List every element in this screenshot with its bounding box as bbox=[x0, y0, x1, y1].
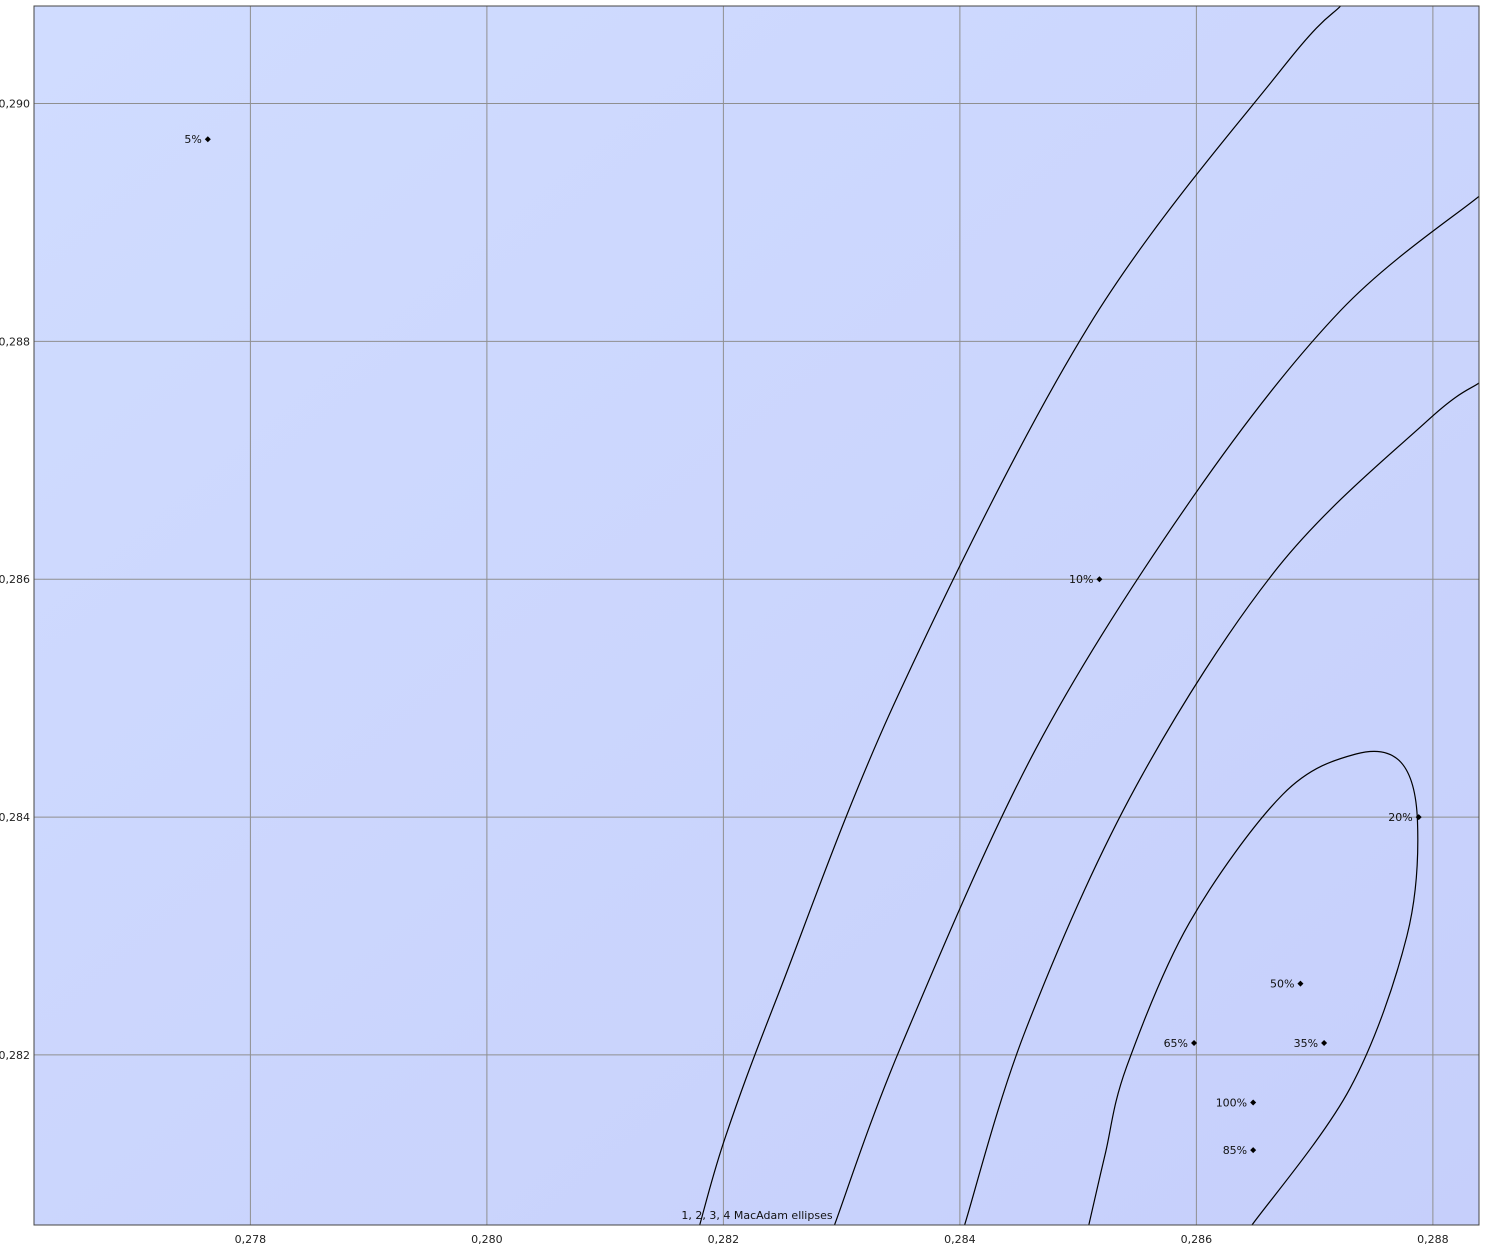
x-tick-label: 0,278 bbox=[235, 1233, 267, 1246]
ellipse-caption: 1, 2, 3, 4 MacAdam ellipses bbox=[681, 1209, 832, 1222]
x-tick-label: 0,282 bbox=[708, 1233, 740, 1246]
ellipse-curves bbox=[699, 6, 1479, 1225]
y-tick-label: 0,286 bbox=[0, 573, 30, 586]
macadam-ellipse-2 bbox=[964, 382, 1479, 1225]
data-point-label: 65% bbox=[1164, 1037, 1188, 1050]
data-point-marker bbox=[1250, 1147, 1257, 1154]
macadam-ellipse-1 bbox=[1088, 750, 1419, 1225]
plot-background bbox=[34, 6, 1479, 1225]
data-point-label: 50% bbox=[1270, 978, 1294, 991]
data-point-marker bbox=[1297, 980, 1304, 987]
data-point-marker bbox=[1415, 814, 1422, 821]
axis-labels: 0,278 0,280 0,282 0,284 0,286 0,288 0,282 0,284… bbox=[0, 98, 1449, 1246]
plot-border bbox=[33, 5, 1480, 1226]
y-tick-label: 0,282 bbox=[0, 1049, 30, 1062]
macadam-ellipse-3 bbox=[833, 195, 1479, 1225]
data-point-marker bbox=[1321, 1040, 1328, 1047]
data-point-marker bbox=[1250, 1099, 1257, 1106]
data-point-label: 10% bbox=[1069, 573, 1093, 586]
grid-lines bbox=[34, 6, 1479, 1225]
data-point-marker bbox=[1096, 576, 1103, 583]
x-tick-label: 0,280 bbox=[471, 1233, 503, 1246]
x-tick-label: 0,284 bbox=[944, 1233, 976, 1246]
data-point-label: 85% bbox=[1223, 1144, 1247, 1157]
data-points: 5% 10% 20% 50% 35% 65% 100% 85% bbox=[184, 133, 1422, 1157]
data-point-label: 35% bbox=[1294, 1037, 1318, 1050]
data-point-label: 5% bbox=[184, 133, 201, 146]
x-tick-label: 0,288 bbox=[1417, 1233, 1449, 1246]
data-point-label: 20% bbox=[1388, 811, 1412, 824]
data-point-marker bbox=[1191, 1040, 1198, 1047]
x-tick-label: 0,286 bbox=[1181, 1233, 1213, 1246]
data-point-label: 100% bbox=[1216, 1097, 1247, 1110]
y-tick-label: 0,284 bbox=[0, 811, 30, 824]
y-tick-label: 0,290 bbox=[0, 98, 30, 111]
y-tick-label: 0,288 bbox=[0, 335, 30, 348]
macadam-ellipse-4 bbox=[699, 6, 1342, 1225]
data-point-marker bbox=[204, 136, 211, 143]
